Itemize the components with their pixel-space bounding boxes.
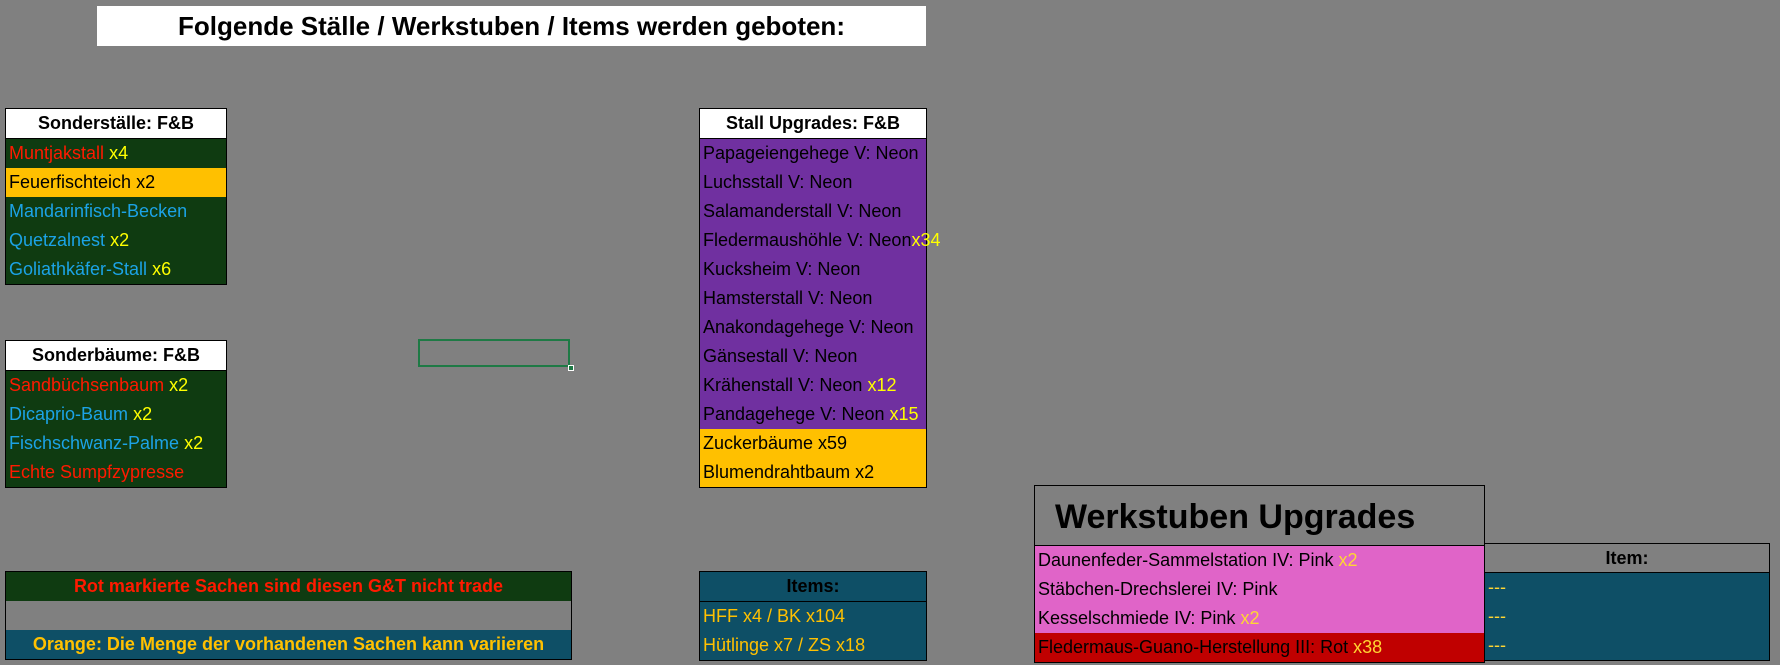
table-row[interactable]: Daunenfeder-Sammelstation IV: Pink x2: [1035, 546, 1484, 575]
row-label: Goliathkäfer-Stall: [9, 259, 148, 279]
item-header: Item:: [1485, 544, 1769, 573]
row-label: Hamsterstall V: Neon: [703, 288, 873, 308]
table-row[interactable]: Papageiengehege V: Neon: [700, 139, 926, 168]
row-label: Quetzalnest: [9, 230, 106, 250]
table-row[interactable]: Echte Sumpfzypresse: [6, 458, 226, 487]
items-header: Items:: [700, 572, 926, 602]
selected-cell[interactable]: [418, 339, 570, 367]
legend-red-note: Rot markierte Sachen sind diesen G&T nic…: [6, 572, 571, 601]
table-row[interactable]: Fischschwanz-Palme x2: [6, 429, 226, 458]
sonderstaelle-header: Sonderställe: F&B: [6, 109, 226, 139]
row-quantity: x34: [911, 230, 941, 250]
row-label: Echte Sumpfzypresse: [9, 462, 185, 482]
row-quantity: x2: [169, 375, 189, 395]
row-quantity: x2: [133, 404, 153, 424]
row-label: Kesselschmiede IV: Pink: [1038, 608, 1236, 628]
item-value: ---: [1488, 577, 1506, 597]
table-row[interactable]: Mandarinfisch-Becken: [6, 197, 226, 226]
row-label: Kucksheim V: Neon: [703, 259, 861, 279]
row-label: Mandarinfisch-Becken: [9, 201, 188, 221]
sonderbaeume-header: Sonderbäume: F&B: [6, 341, 226, 371]
table-row[interactable]: Pandagehege V: Neon x15: [700, 400, 926, 429]
werkstuben-table: Daunenfeder-Sammelstation IV: Pink x2 St…: [1034, 545, 1485, 663]
row-label: Stäbchen-Drechslerei IV: Pink: [1038, 579, 1278, 599]
row-label: Blumendrahtbaum x2: [703, 462, 875, 482]
table-row[interactable]: Quetzalnest x2: [6, 226, 226, 255]
table-row[interactable]: HFF x4 / BK x104: [700, 602, 926, 631]
row-label: Feuerfischteich: [9, 172, 132, 192]
stall-upgrades-header: Stall Upgrades: F&B: [700, 109, 926, 139]
row-label: Daunenfeder-Sammelstation IV: Pink: [1038, 550, 1334, 570]
table-row[interactable]: Goliathkäfer-Stall x6: [6, 255, 226, 284]
row-quantity: x2: [1240, 608, 1260, 628]
table-row[interactable]: Zuckerbäume x59: [700, 429, 926, 458]
row-label: Fischschwanz-Palme: [9, 433, 180, 453]
row-quantity: x2: [1338, 550, 1358, 570]
page-title: Folgende Ställe / Werkstuben / Items wer…: [97, 6, 926, 46]
legend-orange-note: Orange: Die Menge der vorhandenen Sachen…: [6, 630, 571, 659]
row-label: Papageiengehege V: Neon: [703, 143, 919, 163]
table-row[interactable]: ---: [1485, 573, 1769, 602]
row-quantity: x12: [867, 375, 897, 395]
stall-upgrades-table: Stall Upgrades: F&B Papageiengehege V: N…: [699, 108, 940, 488]
table-row[interactable]: Kucksheim V: Neon: [700, 255, 926, 284]
row-label: Luchsstall V: Neon: [703, 172, 853, 192]
table-row[interactable]: Anakondagehege V: Neon: [700, 313, 926, 342]
werkstuben-title: Werkstuben Upgrades F&B: [1034, 485, 1485, 598]
table-row[interactable]: Stäbchen-Drechslerei IV: Pink: [1035, 575, 1484, 604]
table-row[interactable]: Dicaprio-Baum x2: [6, 400, 226, 429]
table-row[interactable]: ---: [1485, 631, 1769, 660]
table-row[interactable]: Fledermaus-Guano-Herstellung III: Rot x3…: [1035, 633, 1484, 662]
row-label: Zuckerbäume x59: [703, 433, 848, 453]
row-quantity: x2: [184, 433, 204, 453]
row-label: Anakondagehege V: Neon: [703, 317, 914, 337]
sonderstaelle-table: Sonderställe: F&B Muntjakstall x4 Feuerf…: [5, 108, 227, 285]
row-label: Salamanderstall V: Neon: [703, 201, 902, 221]
row-label: Sandbüchsenbaum: [9, 375, 165, 395]
item-value: ---: [1488, 635, 1506, 655]
sonderbaeume-table: Sonderbäume: F&B Sandbüchsenbaum x2 Dica…: [5, 340, 227, 488]
row-label: HFF x4 / BK x104: [703, 606, 846, 626]
table-row[interactable]: Hamsterstall V: Neon: [700, 284, 926, 313]
table-row[interactable]: Hütlinge x7 / ZS x18: [700, 631, 926, 660]
row-quantity: x6: [152, 259, 172, 279]
row-label: Muntjakstall: [9, 143, 105, 163]
row-quantity: x2: [110, 230, 130, 250]
row-quantity: x2: [136, 172, 156, 192]
table-row[interactable]: Feuerfischteich x2: [6, 168, 226, 197]
table-row[interactable]: Salamanderstall V: Neon: [700, 197, 926, 226]
items-table: Items: HFF x4 / BK x104 Hütlinge x7 / ZS…: [699, 571, 927, 661]
table-row[interactable]: Sandbüchsenbaum x2: [6, 371, 226, 400]
row-label: Krähenstall V: Neon: [703, 375, 863, 395]
table-row[interactable]: Gänsestall V: Neon: [700, 342, 926, 371]
table-row[interactable]: ---: [1485, 602, 1769, 631]
row-label: Fledermaushöhle V: Neon: [703, 230, 912, 250]
row-label: Gänsestall V: Neon: [703, 346, 858, 366]
table-row[interactable]: Luchsstall V: Neon: [700, 168, 926, 197]
werkstuben-item-column: Item: --- --- ---: [1484, 543, 1770, 661]
row-label: Dicaprio-Baum: [9, 404, 129, 424]
table-row[interactable]: Kesselschmiede IV: Pink x2: [1035, 604, 1484, 633]
item-value: ---: [1488, 606, 1506, 626]
table-row[interactable]: Fledermaushöhle V: Neonx34: [700, 226, 940, 255]
row-quantity: x15: [889, 404, 919, 424]
row-quantity: x38: [1353, 637, 1383, 657]
table-row[interactable]: Blumendrahtbaum x2: [700, 458, 926, 487]
row-label: Fledermaus-Guano-Herstellung III: Rot: [1038, 637, 1349, 657]
row-label: Pandagehege V: Neon: [703, 404, 885, 424]
row-quantity: x4: [109, 143, 129, 163]
legend-box: Rot markierte Sachen sind diesen G&T nic…: [5, 571, 572, 660]
row-label: Hütlinge x7 / ZS x18: [703, 635, 866, 655]
table-row[interactable]: Krähenstall V: Neon x12: [700, 371, 926, 400]
legend-spacer: [6, 601, 571, 630]
fill-handle[interactable]: [568, 365, 574, 371]
table-row[interactable]: Muntjakstall x4: [6, 139, 226, 168]
